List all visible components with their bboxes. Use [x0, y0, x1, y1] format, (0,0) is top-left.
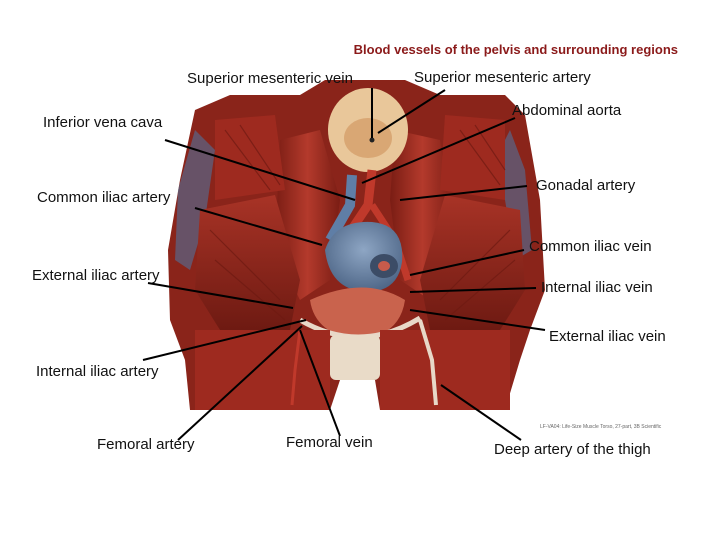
label-inferior-vena-cava: Inferior vena cava: [43, 114, 163, 131]
label-femoral-artery: Femoral artery: [97, 436, 195, 453]
page-title: Blood vessels of the pelvis and surround…: [354, 42, 678, 57]
leader-femoral-vein: [299, 329, 341, 437]
photo-caption: LF-VA04: Life-Size Muscle Torso, 27-part…: [540, 424, 662, 430]
leader-internal-iliac-vein: [409, 287, 537, 293]
leader-internal-iliac-artery: [142, 319, 307, 361]
label-external-iliac-vein: External iliac vein: [549, 328, 666, 345]
label-superior-mesenteric-vein: Superior mesenteric vein: [187, 70, 353, 87]
leader-lines: [142, 88, 546, 441]
pelvic-bowl: [310, 287, 405, 340]
femoral-vessel-right: [418, 319, 438, 406]
leader-external-iliac-vein: [409, 309, 546, 331]
leader-inferior-vena-cava: [164, 139, 356, 201]
leader-external-iliac-artery: [147, 282, 294, 309]
pointer-dot: [369, 137, 375, 143]
leader-abdominal-aorta: [361, 117, 516, 184]
left-thigh: [195, 330, 330, 410]
vena-cava-vessel: [325, 174, 357, 243]
leader-femoral-artery: [177, 325, 303, 441]
iliacus-right: [420, 195, 525, 330]
femoral-vessel-left: [290, 329, 302, 406]
leader-gonadal-artery: [399, 185, 528, 201]
leader-superior-mesenteric-artery: [377, 89, 446, 134]
leader-common-iliac-vein: [409, 249, 525, 276]
label-femoral-vein: Femoral vein: [286, 434, 373, 451]
quadratus-left: [215, 115, 285, 200]
title-bar: Blood vessels of the pelvis and surround…: [354, 42, 678, 57]
label-common-iliac-vein: Common iliac vein: [529, 238, 652, 255]
left-flank: [175, 130, 215, 270]
label-deep-artery-of-the-thigh: Deep artery of the thigh: [494, 441, 651, 458]
label-superior-mesenteric-artery: Superior mesenteric artery: [414, 69, 591, 86]
quadratus-right: [440, 115, 505, 200]
label-abdominal-aorta: Abdominal aorta: [512, 102, 622, 119]
label-internal-iliac-artery: Internal iliac artery: [36, 363, 159, 380]
right-thigh: [380, 330, 510, 410]
rectum-inner: [378, 261, 390, 271]
leader-common-iliac-artery: [194, 207, 323, 246]
genital-region: [330, 335, 380, 380]
label-external-iliac-artery: External iliac artery: [32, 267, 160, 284]
stomach-inner: [344, 118, 392, 158]
label-internal-iliac-vein: Internal iliac vein: [541, 279, 653, 296]
right-flank: [500, 130, 532, 260]
label-common-iliac-artery: Common iliac artery: [37, 189, 171, 206]
leader-deep-artery-of-the-thigh: [440, 384, 522, 441]
label-gonadal-artery: Gonadal artery: [536, 177, 636, 194]
